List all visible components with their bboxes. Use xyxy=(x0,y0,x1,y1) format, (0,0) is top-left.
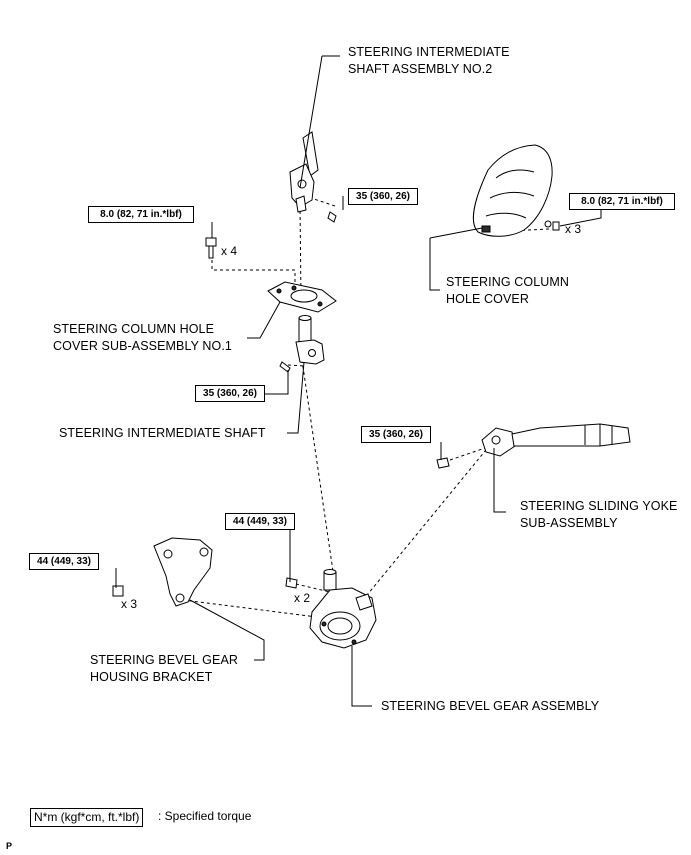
column-hole-cover-sub-part xyxy=(267,281,337,313)
alignment-lines xyxy=(182,195,550,619)
torque-intermediate-shaft-bolt: 35 (360, 26) xyxy=(195,385,265,402)
torque-bevel-gear-bolts: 44 (449, 33) xyxy=(225,513,295,530)
torque-sliding-yoke-bolt: 35 (360, 26) xyxy=(361,426,431,443)
torque-column-cover-bolts: 8.0 (82, 71 in.*lbf) xyxy=(569,193,675,210)
torque-bracket-bolts: 44 (449, 33) xyxy=(29,553,99,570)
label-line: HOLE COVER xyxy=(446,292,529,306)
label-line: STEERING BEVEL GEAR xyxy=(90,653,239,667)
label-line: STEERING INTERMEDIATE xyxy=(348,45,510,59)
qty-bracket-bolts: x 3 xyxy=(121,597,138,611)
label-bevel-gear-assembly: STEERING BEVEL GEAR ASSEMBLY xyxy=(381,698,599,715)
sliding-yoke-part xyxy=(481,423,631,457)
qty-cover-sub-bolts: x 4 xyxy=(221,244,238,258)
bevel-gear-assembly-part xyxy=(309,569,377,649)
label-column-hole-cover-sub-no1: STEERING COLUMN HOLE COVER SUB-ASSEMBLY … xyxy=(53,321,232,355)
intermediate-shaft-no2-part xyxy=(289,131,319,213)
label-line: HOUSING BRACKET xyxy=(90,670,213,684)
label-line: SUB-ASSEMBLY xyxy=(520,516,618,530)
label-line: STEERING INTERMEDIATE SHAFT xyxy=(59,426,266,440)
label-line: SHAFT ASSEMBLY NO.2 xyxy=(348,62,493,76)
label-line: STEERING COLUMN xyxy=(446,275,570,289)
bevel-gear-bracket-part xyxy=(153,537,213,607)
label-column-hole-cover: STEERING COLUMN HOLE COVER xyxy=(446,274,569,308)
page-marker: P xyxy=(6,841,13,851)
torque-cover-sub-bolts: 8.0 (82, 71 in.*lbf) xyxy=(88,206,194,223)
legend-description: : Specified torque xyxy=(158,809,252,823)
label-line: COVER SUB-ASSEMBLY NO.1 xyxy=(53,339,232,353)
label-sliding-yoke: STEERING SLIDING YOKE SUB-ASSEMBLY xyxy=(520,498,677,532)
leader-lines xyxy=(115,55,602,707)
intermediate-shaft-part xyxy=(295,315,325,365)
label-line: STEERING BEVEL GEAR ASSEMBLY xyxy=(381,699,600,713)
legend-torque-unit-box: N*m (kgf*cm, ft.*lbf) xyxy=(30,808,144,827)
qty-column-cover-bolts: x 3 xyxy=(565,222,582,236)
torque-shaft-no2-bolt: 35 (360, 26) xyxy=(348,188,418,205)
label-line: STEERING COLUMN HOLE xyxy=(53,322,215,336)
qty-bevel-gear-bolts: x 2 xyxy=(294,591,311,605)
column-hole-cover-part xyxy=(472,144,553,237)
bolts xyxy=(112,211,560,597)
label-line: STEERING SLIDING YOKE xyxy=(520,499,678,513)
label-bevel-gear-bracket: STEERING BEVEL GEAR HOUSING BRACKET xyxy=(90,652,238,686)
label-intermediate-shaft: STEERING INTERMEDIATE SHAFT xyxy=(59,425,266,442)
label-intermediate-shaft-no2: STEERING INTERMEDIATE SHAFT ASSEMBLY NO.… xyxy=(348,44,510,78)
